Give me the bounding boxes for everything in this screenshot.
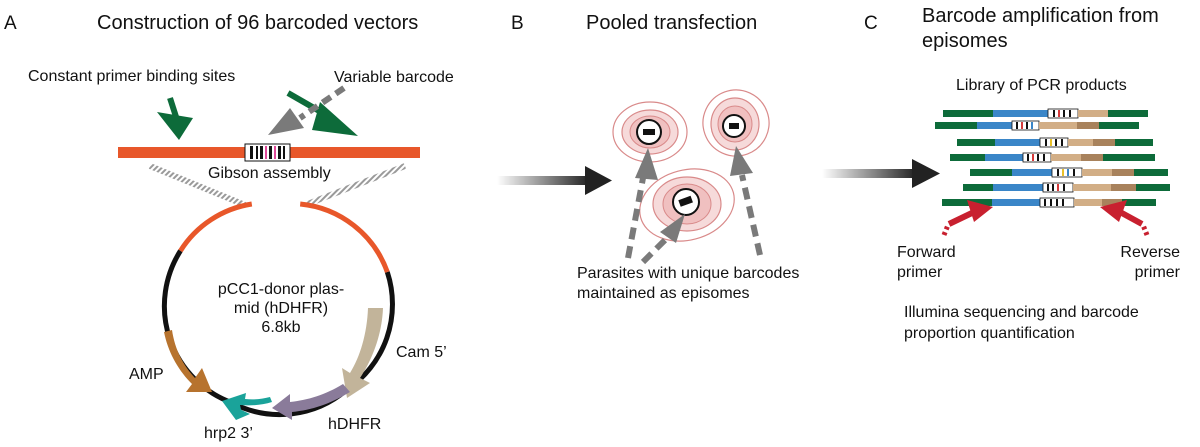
constant-primer-label: Constant primer binding sites <box>28 68 236 85</box>
pcr-product-1 <box>943 108 1148 119</box>
barcode-block <box>244 143 291 162</box>
plasmid-name-line2: mid (hDHFR) <box>233 300 329 317</box>
hrp2-label: hrp2 3’ <box>204 425 253 442</box>
library-label: Library of PCR products <box>956 77 1127 94</box>
plasmid-size: 6.8kb <box>261 319 301 336</box>
pcr-product-6 <box>963 182 1170 193</box>
pcr-product-4 <box>950 152 1155 163</box>
transition-arrow-bc <box>822 159 940 188</box>
sequencing-label-line2: proportion quantification <box>904 325 1075 342</box>
forward-primer-label-line2: primer <box>897 264 943 281</box>
insert-bar-right <box>290 147 420 158</box>
gibson-assembly-label: Gibson assembly <box>208 165 331 182</box>
plasmid-name-line1: pCC1-donor plas- <box>217 281 345 298</box>
panel-b-caption-line2: maintained as episomes <box>577 285 750 302</box>
reverse-primer-label-line1: Reverse <box>1120 244 1180 261</box>
panel-c-title-line1: Barcode amplification from <box>922 5 1159 27</box>
gray-arrow-b1 <box>625 148 658 259</box>
cell-1 <box>612 101 688 163</box>
transition-arrow-ab <box>497 166 612 195</box>
green-arrow-left <box>157 97 193 140</box>
panel-a-letter: A <box>4 13 17 34</box>
reverse-primer-arrow <box>1100 200 1150 236</box>
cell-3 <box>639 168 735 242</box>
panel-c-graphics <box>935 108 1170 236</box>
amp-label: AMP <box>129 366 164 383</box>
cell-2 <box>702 89 770 157</box>
pcr-product-7 <box>942 197 1156 208</box>
cam-feature <box>342 308 383 398</box>
panel-b-title: Pooled transfection <box>586 12 758 34</box>
panel-b-letter: B <box>511 13 524 34</box>
panel-c-letter: C <box>864 13 878 34</box>
amp-feature <box>164 330 212 392</box>
gibson-line-left <box>148 163 247 208</box>
sequencing-label-line1: Illumina sequencing and barcode <box>904 304 1139 321</box>
panel-b-caption-line1: Parasites with unique barcodes <box>577 265 800 282</box>
panel-a-graphics <box>118 85 420 420</box>
cam-label: Cam 5’ <box>396 344 447 361</box>
panel-a-title: Construction of 96 barcoded vectors <box>97 12 419 34</box>
gray-arrow-b2 <box>640 214 685 265</box>
hdhfr-label: hDHFR <box>328 416 382 433</box>
gray-arrow-barcode <box>268 85 346 135</box>
pcr-product-2 <box>935 120 1139 131</box>
variable-barcode-label: Variable barcode <box>334 69 454 86</box>
forward-primer-arrow <box>941 200 993 236</box>
green-arrow-right <box>286 90 358 136</box>
pcr-product-3 <box>957 137 1153 148</box>
insert-bar-left <box>118 147 245 158</box>
reverse-primer-label-line2: primer <box>1134 264 1180 281</box>
gibson-line-right <box>303 163 407 208</box>
panel-c-title-line2: episomes <box>922 30 1008 52</box>
forward-primer-label-line1: Forward <box>897 244 956 261</box>
gray-arrow-b3 <box>730 146 763 256</box>
hdhfr-feature <box>272 384 350 420</box>
pcr-product-5 <box>970 167 1168 178</box>
hrp2-feature <box>222 393 272 420</box>
panel-b-graphics <box>612 89 770 265</box>
